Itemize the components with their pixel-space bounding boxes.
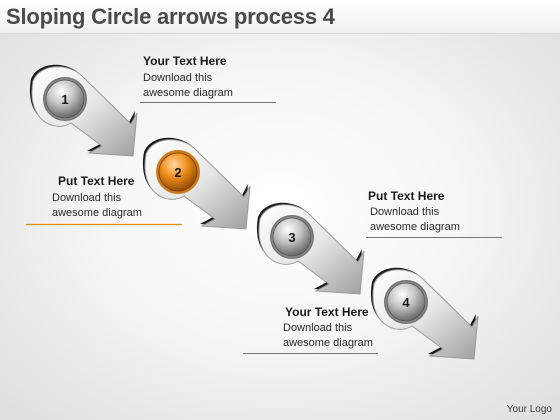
text-block-1: Your Text Here Download this awesome dia… — [143, 54, 233, 101]
text-block-line: awesome diagram — [283, 337, 373, 349]
step-1-ball — [45, 79, 85, 119]
step-4-number: 4 — [402, 295, 410, 310]
text-block-heading: Your Text Here — [143, 54, 227, 68]
step-1-number: 1 — [61, 92, 68, 107]
step-2-arrow: 2 — [142, 137, 251, 230]
text-block-line: awesome diagram — [143, 87, 233, 99]
title-bar: Sloping Circle arrows process 4 — [0, 0, 560, 34]
text-block-line: Download this — [283, 322, 353, 334]
process-diagram: 1 2 3 4 — [26, 64, 502, 360]
logo-text: Your Logo — [506, 404, 552, 415]
step-3-arrow: 3 — [256, 202, 365, 295]
text-block-4-body: Download this awesome diagram — [283, 321, 373, 351]
text-block-heading: Put Text Here — [368, 189, 445, 203]
page-title: Sloping Circle arrows process 4 — [6, 4, 335, 29]
step-3-number: 3 — [288, 230, 295, 245]
text-block-line: awesome diagram — [370, 221, 460, 233]
text-block-4: Your Text Here — [285, 305, 369, 320]
text-block-line: awesome diagram — [52, 207, 142, 219]
text-block-line: Download this — [143, 72, 213, 84]
diagram-stage: 1 2 3 4 Your Text Here — [0, 34, 560, 420]
step-4-arrow: 4 — [370, 267, 479, 360]
text-block-line: Download this — [52, 192, 122, 204]
step-2-number: 2 — [174, 165, 181, 180]
text-block-line: Download this — [370, 206, 440, 218]
step-1-arrow: 1 — [29, 64, 138, 157]
step-2-ball — [158, 152, 198, 192]
text-block-3-body: Download this awesome diagram — [370, 205, 460, 235]
step-4-ball — [386, 282, 426, 322]
text-block-2-body: Download this awesome diagram — [52, 191, 142, 221]
text-block-2: Put Text Here — [58, 174, 134, 189]
text-block-3: Put Text Here — [368, 189, 444, 204]
text-block-heading: Put Text Here — [58, 174, 135, 188]
step-3-ball — [272, 217, 312, 257]
text-block-heading: Your Text Here — [285, 305, 369, 319]
